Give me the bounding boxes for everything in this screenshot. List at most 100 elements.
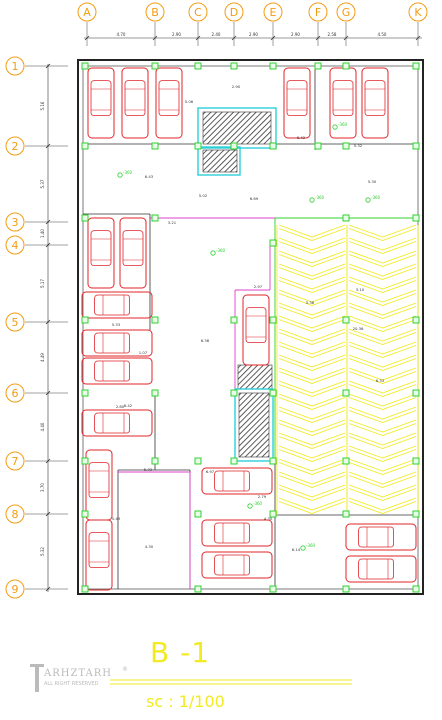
grid-bubble-B xyxy=(145,2,165,22)
ramp-chevron xyxy=(348,484,417,498)
structural-column xyxy=(81,214,89,222)
ramp-chevron xyxy=(348,319,417,332)
ramp-chevron xyxy=(278,497,346,511)
grid-bubble-A xyxy=(77,2,97,22)
grid-label-6: 6 xyxy=(12,387,19,400)
dim-tick xyxy=(45,219,51,225)
ramp-chevron xyxy=(348,445,417,459)
dim-tick xyxy=(231,35,237,41)
dim-tick xyxy=(195,35,201,41)
structural-column xyxy=(269,316,277,324)
row-spacing-label: 4.49 xyxy=(40,353,45,362)
dimension-label: 5.32 xyxy=(354,143,363,148)
core-stairs xyxy=(197,107,277,462)
ramp-chevron xyxy=(348,263,417,277)
grid-label-5: 5 xyxy=(12,316,19,329)
ramp-chevron xyxy=(278,224,346,238)
ramp-chevron xyxy=(278,484,346,498)
grid-label-D: D xyxy=(230,6,238,19)
car-body xyxy=(283,67,311,139)
ramp-chevron xyxy=(348,471,417,485)
ramp-chevron xyxy=(348,250,417,264)
elevation-label: -360 xyxy=(123,170,133,175)
car xyxy=(155,67,183,139)
dimension-label: 3.21 xyxy=(168,220,177,225)
inner-wall xyxy=(82,65,419,590)
row-spacing-label: 1.40 xyxy=(40,229,45,238)
ramp-chevron xyxy=(278,471,346,485)
ramp-chevron xyxy=(278,419,346,433)
structural-column xyxy=(230,142,238,150)
structural-column xyxy=(342,142,350,150)
elevation-label: -360 xyxy=(338,122,348,127)
grid-label-C: C xyxy=(194,6,202,19)
row-spacing-label: 5.37 xyxy=(40,179,45,188)
car-body xyxy=(329,67,357,139)
structural-column xyxy=(151,142,159,150)
ramp-chevron xyxy=(348,462,417,475)
sheet-scale: sc : 1/100 xyxy=(146,692,225,711)
column-spacing-label: 2.90 xyxy=(172,32,181,37)
ramp-chevron xyxy=(278,254,346,267)
structural-column xyxy=(230,62,238,70)
grid-bubble-G xyxy=(336,2,356,22)
ramp-chevron xyxy=(278,367,346,381)
ramp-chevron xyxy=(348,241,417,254)
ramp-chevron xyxy=(278,241,346,254)
row-spacing-label: 5.17 xyxy=(40,279,45,288)
elevation-label: -360 xyxy=(216,248,226,253)
dim-tick xyxy=(45,319,51,325)
partitions xyxy=(83,66,418,589)
structural-column xyxy=(81,62,89,70)
left-dimension-chain: 1234567895.165.371.405.174.494.403.705.3… xyxy=(5,56,68,599)
ramp-chevron xyxy=(278,332,346,345)
ramp-chevron xyxy=(278,501,346,514)
ramp-chevron xyxy=(348,384,417,397)
structural-column xyxy=(151,316,159,324)
ramp-chevron xyxy=(348,332,417,345)
column-spacing-label: 2.40 xyxy=(212,32,221,37)
car xyxy=(283,67,311,139)
ramp-chevron xyxy=(348,432,417,446)
car xyxy=(121,67,149,139)
logo-name: ARHZTARH xyxy=(44,668,113,679)
row-spacing-label: 5.16 xyxy=(40,101,45,110)
car-cabin xyxy=(214,470,251,492)
grid-label-E: E xyxy=(270,6,277,19)
car xyxy=(201,519,273,547)
elevation-label: -360 xyxy=(371,195,381,200)
car xyxy=(361,67,389,139)
car-body xyxy=(81,357,153,385)
dim-tick xyxy=(45,63,51,69)
ramp-chevron xyxy=(278,475,346,488)
car-body xyxy=(155,67,183,139)
ramp-chevron xyxy=(348,354,417,368)
structural-column xyxy=(151,62,159,70)
ramp-chevron xyxy=(348,306,417,319)
ramp-chevron xyxy=(348,497,417,511)
structural-column xyxy=(269,510,277,518)
structural-column xyxy=(269,457,277,465)
car xyxy=(85,449,113,521)
dim-tick xyxy=(45,511,51,517)
dim-tick xyxy=(45,390,51,396)
grid-bubble-3 xyxy=(5,212,25,232)
structural-column xyxy=(230,316,238,324)
ramp-chevron xyxy=(278,315,346,329)
structural-column xyxy=(151,389,159,397)
column-spacing-label: 4.50 xyxy=(378,32,387,37)
ramp-chevron xyxy=(278,410,346,423)
structural-column xyxy=(269,585,277,593)
car xyxy=(81,291,153,319)
ramp-chevron xyxy=(278,319,346,332)
car xyxy=(201,551,273,579)
ramp-chevron xyxy=(348,315,417,329)
dim-tick xyxy=(45,458,51,464)
structural-column xyxy=(81,389,89,397)
car-cabin xyxy=(90,80,112,116)
dimension-label: 6.69 xyxy=(250,196,259,201)
ramp-chevron xyxy=(348,237,417,251)
dimension-label: 5.06 xyxy=(185,99,194,104)
grid-bubble-4 xyxy=(5,235,25,255)
ramp-chevron xyxy=(348,371,417,384)
